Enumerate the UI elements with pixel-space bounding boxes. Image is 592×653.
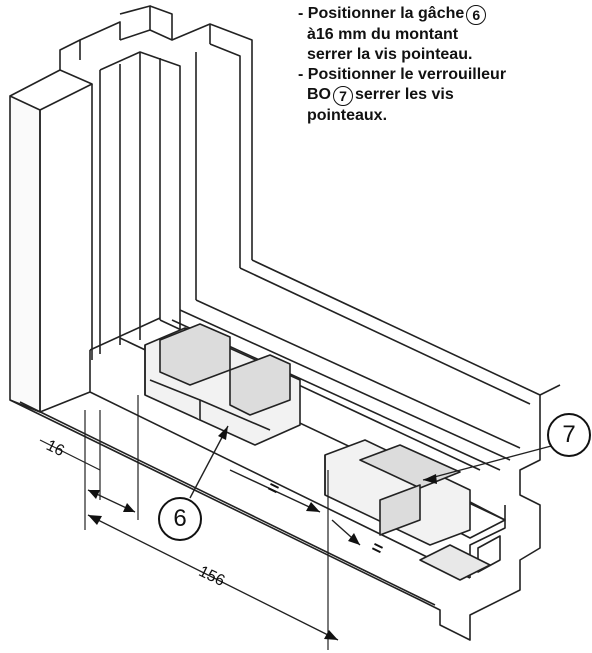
vertical-jamb-profile — [9, 5, 253, 413]
step2-text-start: BO — [307, 86, 331, 103]
dimension-arrowheads — [88, 426, 437, 640]
gache-part-6 — [144, 323, 301, 446]
step2-line3: pointeaux. — [307, 107, 388, 124]
step1-ref-circle: 6 — [466, 5, 487, 25]
dimension-lines — [39, 395, 556, 650]
callout-part-7: 7 — [547, 413, 591, 457]
step2-text-end: serrer les vis — [355, 86, 454, 103]
step2-ref-circle: 7 — [333, 86, 353, 106]
step1-line2: à16 mm du montant — [307, 26, 459, 43]
step1-line3: serrer la vis pointeau. — [307, 46, 473, 63]
callout-part-6: 6 — [158, 497, 202, 541]
step1-text: - Positionner la gâche — [298, 5, 465, 22]
step2-line1: - Positionner le verrouilleur — [298, 66, 507, 83]
